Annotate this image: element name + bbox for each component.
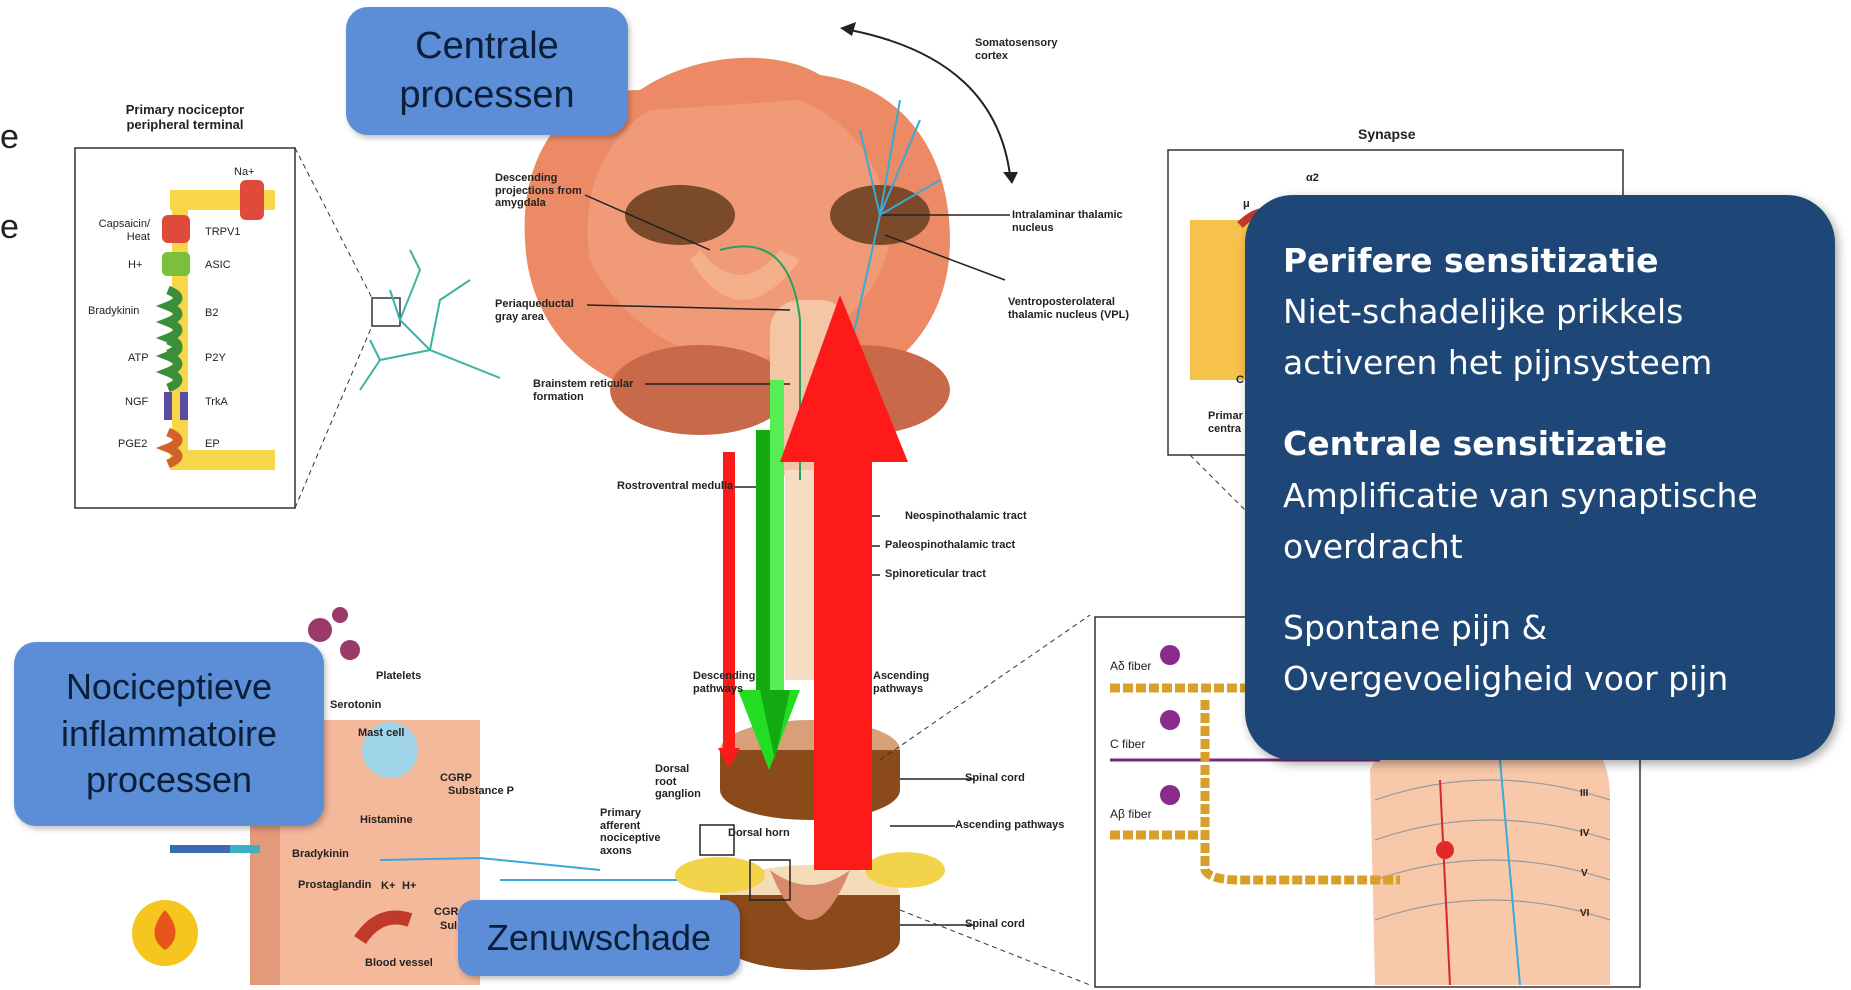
- label-ascending-pathways: Ascending pathways: [955, 819, 1064, 832]
- nociceptieve-processen-label: Nociceptieve inflammatoire processen: [44, 664, 294, 804]
- lamina-vi: VI: [1580, 908, 1589, 920]
- ligand-atp: ATP: [128, 352, 149, 365]
- ligand-capsaicin: Capsaicin/ Heat: [88, 218, 150, 243]
- receptor-asic: ASIC: [205, 259, 231, 272]
- centrale-processen-box: Centrale processen: [346, 7, 628, 135]
- label-prostaglandin: Prostaglandin: [298, 879, 371, 892]
- ligand-h: H+: [128, 259, 142, 272]
- label-sub2: Sul: [440, 920, 457, 933]
- label-serotonin: Serotonin: [330, 699, 381, 712]
- receptor-p2y: P2Y: [205, 352, 226, 365]
- label-substance-p: Substance P: [448, 785, 514, 798]
- perifere-title: Perifere sensitizatie: [1283, 235, 1799, 286]
- label-periaqueductal: Periaqueductal gray area: [495, 298, 595, 323]
- lamina-iv: IV: [1580, 828, 1589, 840]
- receptor-trpv1: TRPV1: [205, 226, 240, 239]
- lamina-iii: III: [1580, 788, 1588, 800]
- label-primary-afferent: Primary afferent nociceptive axons: [600, 807, 670, 858]
- synapse-frag-centra: centra: [1208, 423, 1241, 436]
- synapse-frag-primar: Primar: [1208, 410, 1243, 423]
- receptor-trka: TrkA: [205, 396, 228, 409]
- synapse-alpha2: α2: [1306, 172, 1319, 185]
- label-a-beta-fiber: Aβ fiber: [1110, 808, 1152, 822]
- label-rostroventral: Rostroventral medulla: [617, 480, 747, 493]
- zenuwschade-box: Zenuwschade: [458, 900, 740, 976]
- label-ascending-pathways-top: Ascending pathways: [873, 670, 943, 695]
- stray-letter-mid: e: [0, 208, 19, 247]
- synapse-mu: μ: [1243, 198, 1250, 211]
- brain-coronal-section: [525, 58, 950, 680]
- label-bradykinin: Bradykinin: [292, 848, 349, 861]
- zenuwschade-label: Zenuwschade: [487, 915, 711, 962]
- label-somatosensory: Somatosensory cortex: [975, 37, 1075, 62]
- receptor-ep: EP: [205, 438, 220, 451]
- label-cgrp2: CGR: [434, 906, 458, 919]
- nociceptor-terminal-diagram: [75, 148, 295, 508]
- ligand-bradykinin: Bradykinin: [88, 305, 139, 318]
- label-vpl: Ventroposterolateral thalamic nucleus (V…: [1008, 296, 1158, 321]
- synapse-frag-c: C: [1236, 374, 1244, 387]
- label-cgrp: CGRP: [440, 772, 472, 785]
- centrale-processen-label: Centrale processen: [366, 22, 608, 121]
- label-spinoreticular: Spinoreticular tract: [885, 568, 986, 581]
- label-paleo-tract: Paleospinothalamic tract: [885, 539, 1015, 552]
- nociceptor-title: Primary nociceptor peripheral terminal: [105, 103, 265, 133]
- label-c-fiber: C fiber: [1110, 738, 1145, 752]
- stray-letter-top: e: [0, 118, 19, 157]
- label-blood-vessel: Blood vessel: [365, 957, 433, 970]
- lamina-v: V: [1581, 868, 1588, 880]
- label-descending-amygdala: Descending projections from amygdala: [495, 172, 605, 210]
- label-spinal-cord-2: Spinal cord: [965, 918, 1025, 931]
- centrale-title: Centrale sensitizatie: [1283, 418, 1799, 469]
- label-platelets: Platelets: [376, 670, 421, 683]
- ligand-ngf: NGF: [125, 396, 148, 409]
- label-histamine: Histamine: [360, 814, 413, 827]
- label-neo-tract: Neospinothalamic tract: [905, 510, 1027, 523]
- descending-red-arrow: [718, 452, 740, 768]
- spontane-text: Spontane pijn & Overgevoeligheid voor pi…: [1283, 602, 1799, 704]
- na-label: Na+: [234, 166, 255, 179]
- label-brainstem-reticular: Brainstem reticular formation: [533, 378, 653, 403]
- label-hplus: H+: [402, 880, 416, 893]
- sensitization-panel: Perifere sensitizatie Niet-schadelijke p…: [1245, 195, 1835, 760]
- ligand-pge2: PGE2: [118, 438, 147, 451]
- centrale-text: Amplificatie van synaptische overdracht: [1283, 470, 1799, 572]
- label-dorsal-horn: Dorsal horn: [728, 827, 790, 840]
- label-spinal-cord-1: Spinal cord: [965, 772, 1025, 785]
- label-drg: Dorsal root ganglion: [655, 763, 710, 801]
- synapse-title: Synapse: [1358, 126, 1416, 142]
- label-kplus: K+: [381, 880, 395, 893]
- receptor-b2: B2: [205, 307, 218, 320]
- nerve-ending: [360, 250, 500, 390]
- label-intralaminar: Intralaminar thalamic nucleus: [1012, 209, 1132, 234]
- label-mast-cell: Mast cell: [358, 727, 404, 740]
- perifere-text: Niet-schadelijke prikkels activeren het …: [1283, 286, 1799, 388]
- label-a-delta-fiber: Aδ fiber: [1110, 660, 1151, 674]
- label-descending-pathways: Descending pathways: [693, 670, 763, 695]
- nociceptieve-processen-box: Nociceptieve inflammatoire processen: [14, 642, 324, 826]
